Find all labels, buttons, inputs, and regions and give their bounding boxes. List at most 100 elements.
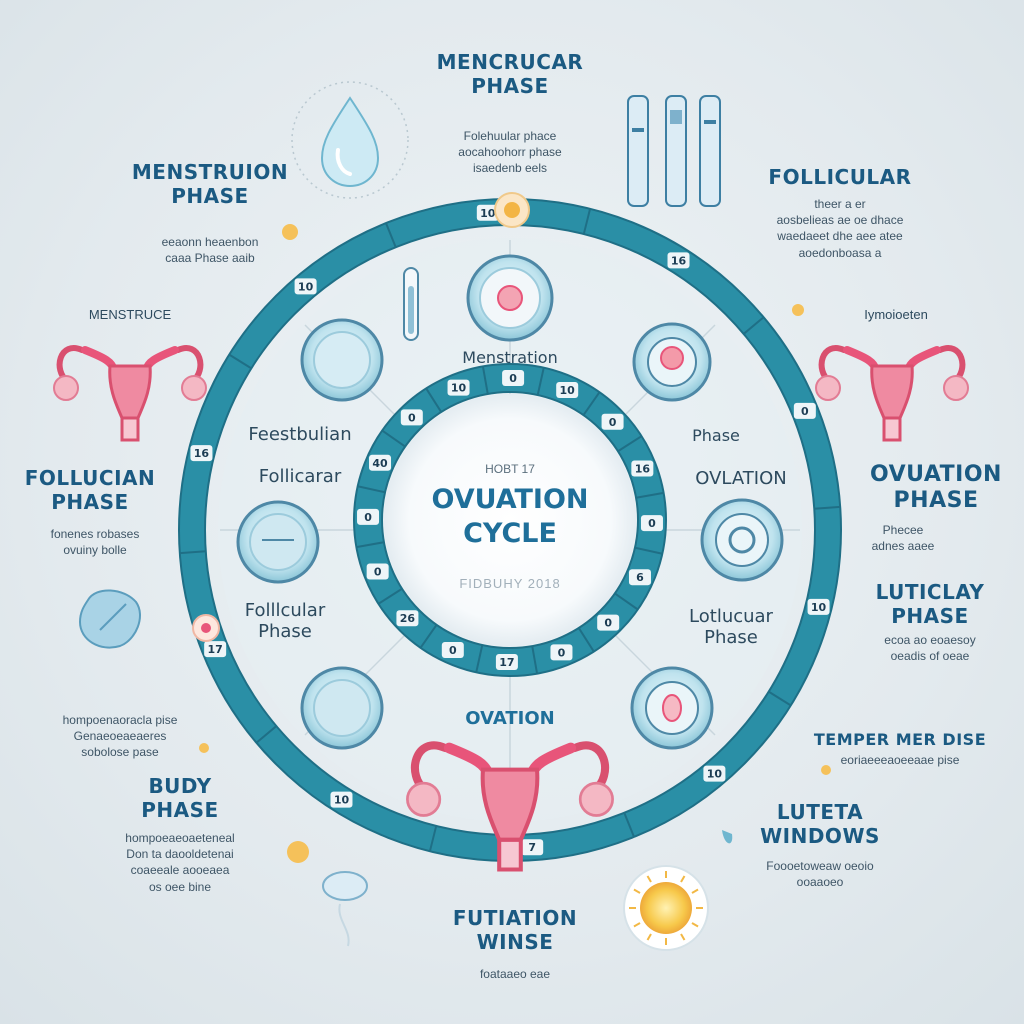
ring-number: 10 [334, 794, 350, 807]
ring-tick [428, 825, 438, 852]
center-title-line1: OVUATION [431, 484, 589, 515]
follicle-cell-top-icon [466, 254, 554, 342]
ring-number-chip [441, 641, 464, 658]
outer-ring-ticks [179, 208, 841, 852]
ring-number-chip [330, 791, 353, 808]
luticlay-phase-description: ecoa ao eoaesoy oeadis of oeae [884, 633, 976, 664]
ring-number-chip [476, 204, 499, 221]
inner-label-ovlation: OVLATION [695, 468, 787, 489]
follicle-cell-lower-left-icon [300, 666, 384, 750]
dot-icon [821, 765, 831, 775]
temperature-rise-description: eoriaeeeaoeeaae pise [840, 753, 960, 767]
follucian-phase-description: fonenes robases ovuiny bolle [50, 527, 140, 558]
ring-number: 16 [194, 447, 210, 460]
inner-label-feestbulian: Feestbulian [248, 424, 352, 445]
ring-number-chip [495, 653, 518, 670]
ring-number-chip [597, 614, 620, 631]
budy-phase-title: BUDY PHASE [141, 774, 219, 822]
ring-tick [634, 546, 663, 555]
top-phase-description: Folehuular phace aocahoohorr phase isaed… [458, 129, 562, 176]
ring-tick [228, 353, 252, 370]
ring-number: 0 [609, 416, 617, 429]
inner-label-ovation: OVATION [465, 708, 555, 729]
ovulation-phase-title: OVUATION PHASE [870, 462, 1002, 514]
sun-ray [691, 922, 699, 928]
follicle-cell-upper-right-icon [632, 322, 712, 402]
ring-number-chip [190, 445, 213, 462]
inner-label-menstration: Menstration [462, 348, 558, 367]
leaf-icon [722, 830, 733, 844]
ring-number-chip [447, 379, 470, 396]
dot-icon [199, 743, 209, 753]
ring-number-chip [556, 382, 579, 399]
ring-number: 0 [408, 411, 416, 424]
ring-number-chip [640, 515, 663, 532]
ring-number: 0 [648, 517, 656, 530]
ring-number-chip [631, 460, 654, 477]
capsule-icon [78, 589, 141, 649]
ring-number: 0 [801, 405, 809, 418]
uterus-left-label: MENSTRUCE [88, 307, 172, 322]
ring-number: 0 [509, 372, 517, 385]
follicle-cell-left-icon [236, 500, 320, 584]
sun-ray [680, 875, 686, 883]
ring-tick [768, 690, 792, 707]
inner-label-lotlucuar-phase: Lotlucuar Phase [689, 606, 773, 648]
sun-ray [633, 888, 641, 894]
center-disc [384, 394, 636, 646]
dot-icon [282, 224, 298, 240]
ring-number: 6 [636, 571, 644, 584]
test-strip-icon [627, 95, 721, 207]
uterus-right-label: Iymoioeten [864, 307, 928, 322]
hormone-description: hompoenaoracla pise Genaeoeaeaeres sobol… [62, 713, 178, 760]
ring-number-chip [369, 454, 392, 471]
ring-tick [582, 208, 592, 235]
ring-number: 0 [449, 644, 457, 657]
ring-number-chip [807, 598, 830, 615]
ring-tick [481, 366, 489, 395]
ring-number: 10 [451, 382, 467, 395]
ring-tick [743, 316, 765, 335]
ring-number: 16 [671, 254, 687, 267]
ring-number: 10 [811, 601, 827, 614]
ring-number-chip [628, 569, 651, 586]
sun-ray [691, 888, 699, 894]
sun-icon [623, 865, 709, 951]
luteta-windows-title: LUTETA WINDOWS [760, 800, 880, 848]
ring-tick [614, 592, 639, 611]
center-subtitle: HOBT 17 [485, 462, 535, 476]
ring-tick [623, 812, 635, 838]
follucian-phase-title: FOLLUCIAN PHASE [24, 466, 156, 514]
ring-number-chip [601, 413, 624, 430]
ring-number-chip [550, 644, 573, 661]
ring-number: 10 [707, 768, 723, 781]
egg-marker-icon [494, 192, 530, 228]
ring-number: 10 [480, 207, 496, 220]
ring-tick [179, 550, 206, 555]
ring-number-chip [667, 252, 690, 269]
ring-tick [255, 725, 277, 744]
thermometer-icon [403, 267, 419, 341]
ring-number-chip [294, 278, 317, 295]
ring-tick [425, 387, 443, 413]
ring-number: 10 [560, 384, 576, 397]
top-phase-title: MENCRUCAR PHASE [436, 50, 584, 98]
ring-tick [814, 505, 841, 510]
luticlay-phase-title: LUTICLAY PHASE [875, 580, 985, 628]
uterus-right-icon [816, 348, 968, 440]
follicular-title-top-right: FOLLICULAR [768, 165, 912, 189]
ring-number-chip [396, 610, 419, 627]
water-drop-icon [291, 81, 409, 199]
ring-tick [536, 367, 545, 396]
menstruation-phase-description: eeaonn heaenbon caaa Phase aaib [161, 235, 259, 266]
ring-tick [475, 644, 484, 673]
luteta-windows-description: Foooetoweaw oeoio ooaaoeo [766, 859, 874, 890]
ring-number-chip [703, 765, 726, 782]
ring-tick [385, 222, 397, 248]
ring-number: 17 [207, 643, 222, 656]
ring-number: 17 [499, 656, 514, 669]
inner-ring-ticks [356, 366, 664, 674]
follicle-cell-lower-right-icon [630, 666, 714, 750]
